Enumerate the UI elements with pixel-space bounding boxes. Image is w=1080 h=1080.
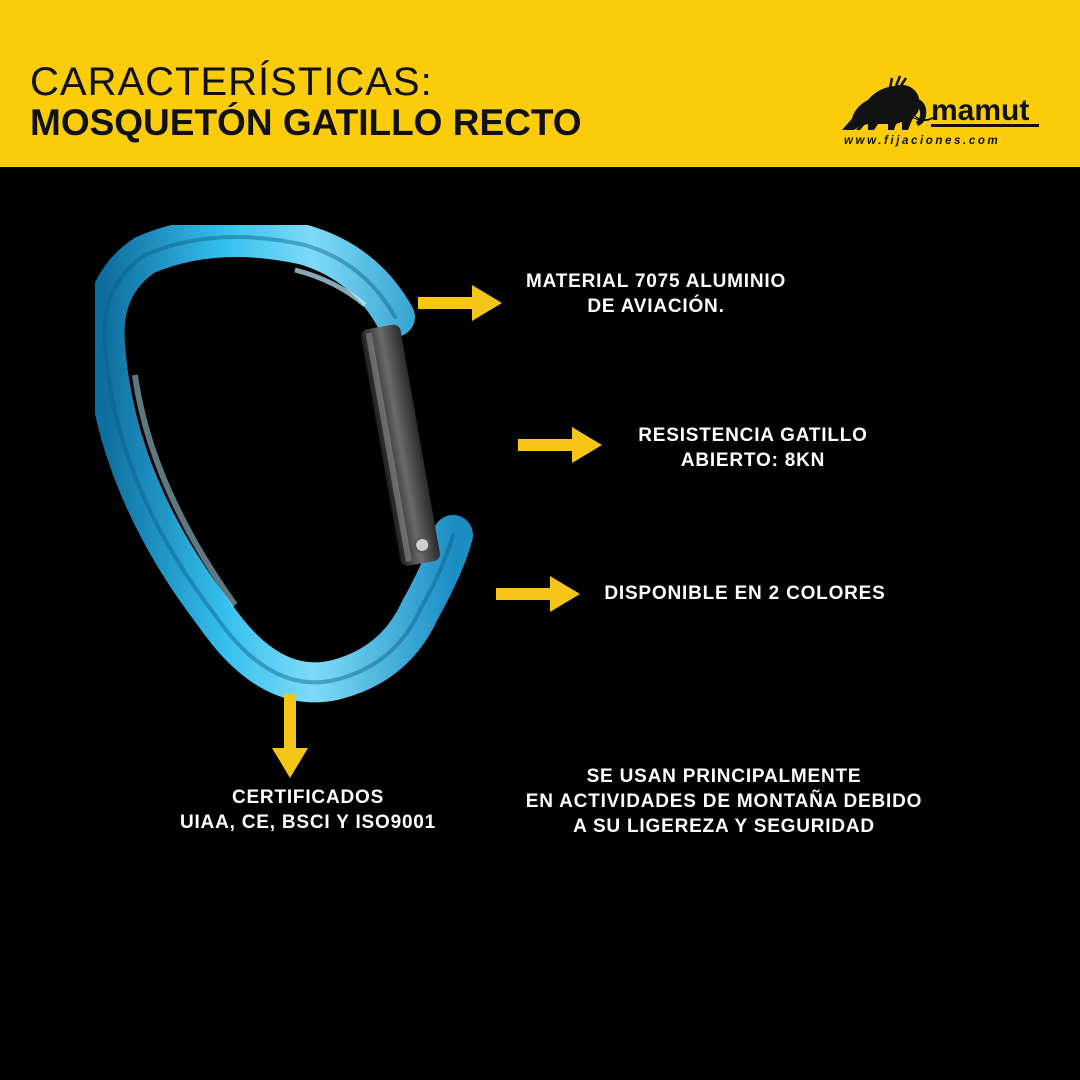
- title-line-1: CARACTERÍSTICAS:: [30, 60, 433, 104]
- feature-colors-line1: DISPONIBLE EN 2 COLORES: [604, 583, 886, 604]
- feature-certified: CERTIFICADOS UIAA, CE, BSCI Y ISO9001: [158, 785, 458, 835]
- brand-url: www.fijaciones.com: [844, 135, 1000, 147]
- mammoth-icon: [842, 75, 937, 130]
- arrow-down-icon: [272, 694, 308, 778]
- feature-resistance: RESISTENCIA GATILLO ABIERTO: 8KN: [613, 423, 893, 473]
- feature-usage: SE USAN PRINCIPALMENTE EN ACTIVIDADES DE…: [494, 764, 954, 839]
- feature-colors: DISPONIBLE EN 2 COLORES: [585, 581, 905, 606]
- feature-certified-line2: UIAA, CE, BSCI Y ISO9001: [179, 812, 437, 833]
- carabiner-image: [95, 225, 473, 703]
- header-banner: CARACTERÍSTICAS: MOSQUETÓN GATILLO RECTO…: [0, 0, 1080, 167]
- feature-resistance-line1: RESISTENCIA GATILLO: [638, 425, 868, 446]
- feature-usage-line2: EN ACTIVIDADES DE MONTAÑA DEBIDO: [525, 791, 923, 812]
- feature-material: MATERIAL 7075 ALUMINIO DE AVIACIÓN.: [506, 269, 806, 319]
- arrow-right-icon: [518, 427, 602, 463]
- brand-logo: mamut www.fijaciones.com: [842, 75, 1039, 147]
- arrow-right-icon: [496, 576, 580, 612]
- arrow-right-icon: [418, 285, 502, 321]
- feature-usage-line1: SE USAN PRINCIPALMENTE: [586, 766, 862, 787]
- feature-certified-line1: CERTIFICADOS: [231, 787, 385, 808]
- feature-usage-line3: A SU LIGEREZA Y SEGURIDAD: [573, 816, 875, 837]
- title-line-2: MOSQUETÓN GATILLO RECTO: [30, 102, 582, 143]
- brand-name: mamut: [931, 94, 1029, 127]
- feature-material-line1: MATERIAL 7075 ALUMINIO: [525, 271, 787, 292]
- feature-resistance-line2: ABIERTO: 8KN: [680, 450, 826, 471]
- feature-material-line2: DE AVIACIÓN.: [587, 296, 725, 317]
